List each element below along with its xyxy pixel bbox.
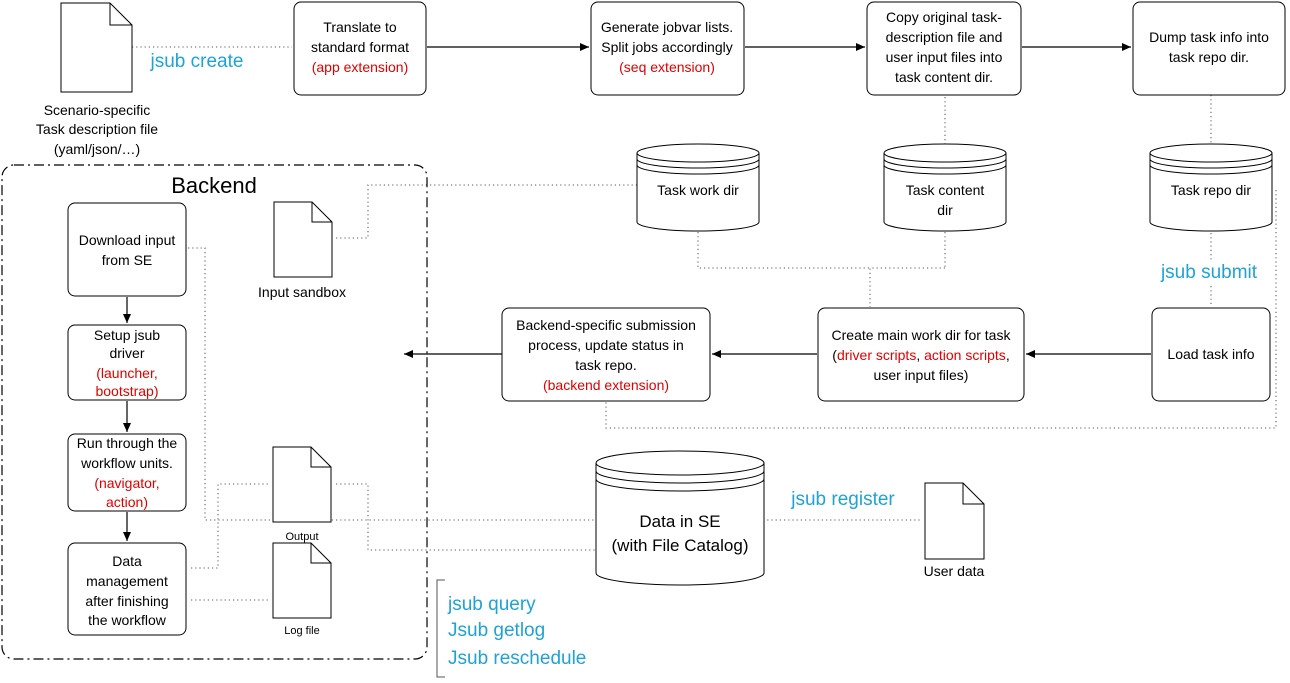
bootstrap-label: bootstrap) [95, 383, 158, 399]
svg-text:Task work dir: Task work dir [657, 182, 739, 198]
svg-text:user input files): user input files) [874, 367, 969, 383]
data-in-se-cylinder: Data in SE (with File Catalog) [595, 450, 765, 586]
load-task-info-step: Load task info [1151, 307, 1271, 402]
jsub-create-command: jsub create [150, 51, 244, 72]
svg-text:Run through the: Run through the [77, 435, 178, 451]
log-file: Log file [272, 542, 332, 637]
user-data-file: User data [924, 482, 985, 579]
task-file-line-1: Scenario-specific [44, 102, 151, 118]
jsub-reschedule-command: Jsub reschedule [448, 648, 586, 669]
svg-text:Download input: Download input [79, 232, 176, 248]
svg-text:Split jobs accordingly: Split jobs accordingly [601, 39, 733, 55]
svg-text:driver: driver [109, 345, 144, 361]
task-work-dir-cylinder: Task work dir [636, 143, 760, 232]
svg-text:Generate jobvar lists.: Generate jobvar lists. [601, 19, 733, 35]
svg-text:Input sandbox: Input sandbox [258, 284, 346, 300]
jsub-query-command: jsub query [447, 594, 536, 615]
svg-text:task repo dir.: task repo dir. [1169, 49, 1249, 65]
generate-jobvar-step: Generate jobvar lists. Split jobs accord… [590, 1, 745, 96]
svg-text:Log file: Log file [284, 625, 319, 637]
svg-text:Dump task info into: Dump task info into [1149, 29, 1269, 45]
output-file: Output [272, 446, 332, 543]
svg-text:the workflow: the workflow [88, 612, 167, 628]
jsub-getlog-command: Jsub getlog [448, 620, 545, 641]
backend-container: Backend Download input from SE Setup jsu… [1, 164, 428, 660]
dotted-connectors [132, 46, 1277, 601]
svg-text:task content dir.: task content dir. [895, 69, 993, 85]
action-label: action) [106, 494, 148, 510]
svg-text:Output: Output [285, 531, 318, 543]
run-workflow-step: Run through the workflow units. (navigat… [67, 433, 187, 512]
svg-text:Copy original task-: Copy original task- [886, 9, 1002, 25]
svg-text:(driver scripts, action script: (driver scripts, action scripts, [832, 347, 1009, 363]
svg-text:Load task info: Load task info [1167, 346, 1254, 362]
query-commands-group: jsub query Jsub getlog Jsub reschedule [436, 579, 586, 678]
flow-arrows [123, 43, 1151, 541]
svg-text:from SE: from SE [102, 252, 153, 268]
task-repo-dir-cylinder: Task repo dir [1149, 143, 1273, 232]
svg-text:User data: User data [924, 563, 985, 579]
launcher-label: (launcher, [96, 365, 157, 381]
driver-scripts-label: driver scripts [837, 347, 916, 363]
jsub-submit-command: jsub submit [1160, 262, 1258, 283]
svg-text:Translate to: Translate to [323, 19, 397, 35]
task-file-line-2: Task description file [36, 121, 158, 137]
svg-text:Task repo dir: Task repo dir [1171, 182, 1251, 198]
seq-extension-label: (seq extension) [619, 59, 715, 75]
svg-text:Data in SE: Data in SE [639, 512, 720, 531]
navigator-label: (navigator, [94, 475, 159, 491]
copy-files-step: Copy original task- description file and… [866, 1, 1022, 96]
svg-text:workflow units.: workflow units. [80, 455, 173, 471]
svg-text:user input files into: user input files into [886, 49, 1003, 65]
translate-step: Translate to standard format (app extens… [293, 1, 427, 96]
input-sandbox-file: Input sandbox [258, 201, 346, 300]
task-description-file: Scenario-specific Task description file … [36, 2, 158, 157]
svg-text:Setup jsub: Setup jsub [94, 327, 160, 343]
task-content-dir-cylinder: Task content dir [883, 143, 1007, 232]
action-scripts-label: action scripts [924, 347, 1006, 363]
svg-text:after finishing: after finishing [85, 593, 168, 609]
jsub-register-command: jsub register [790, 489, 895, 510]
svg-text:(with File Catalog): (with File Catalog) [612, 536, 749, 555]
svg-text:description file and: description file and [886, 29, 1003, 45]
svg-text:Backend-specific submission: Backend-specific submission [516, 317, 696, 333]
svg-text:Task content: Task content [906, 182, 985, 198]
backend-extension-label: (backend extension) [543, 377, 669, 393]
svg-text:management: management [86, 573, 168, 589]
app-extension-label: (app extension) [312, 59, 409, 75]
svg-text:Create main work dir for task: Create main work dir for task [832, 327, 1012, 343]
svg-text:Data: Data [112, 553, 142, 569]
task-file-line-3: (yaml/json/…) [54, 141, 140, 157]
setup-driver-step: Setup jsub driver (launcher, bootstrap) [67, 324, 187, 401]
svg-text:task repo.: task repo. [575, 357, 636, 373]
svg-text:dir: dir [937, 202, 953, 218]
download-input-step: Download input from SE [67, 202, 187, 297]
svg-text:process, update status in: process, update status in [528, 337, 684, 353]
backend-title: Backend [171, 173, 257, 198]
create-main-work-dir-step: Create main work dir for task (driver sc… [817, 307, 1025, 402]
data-management-step: Data management after finishing the work… [67, 542, 187, 636]
backend-submission-step: Backend-specific submission process, upd… [501, 307, 711, 402]
svg-text:standard format: standard format [311, 39, 409, 55]
dump-task-info-step: Dump task info into task repo dir. [1132, 1, 1286, 96]
